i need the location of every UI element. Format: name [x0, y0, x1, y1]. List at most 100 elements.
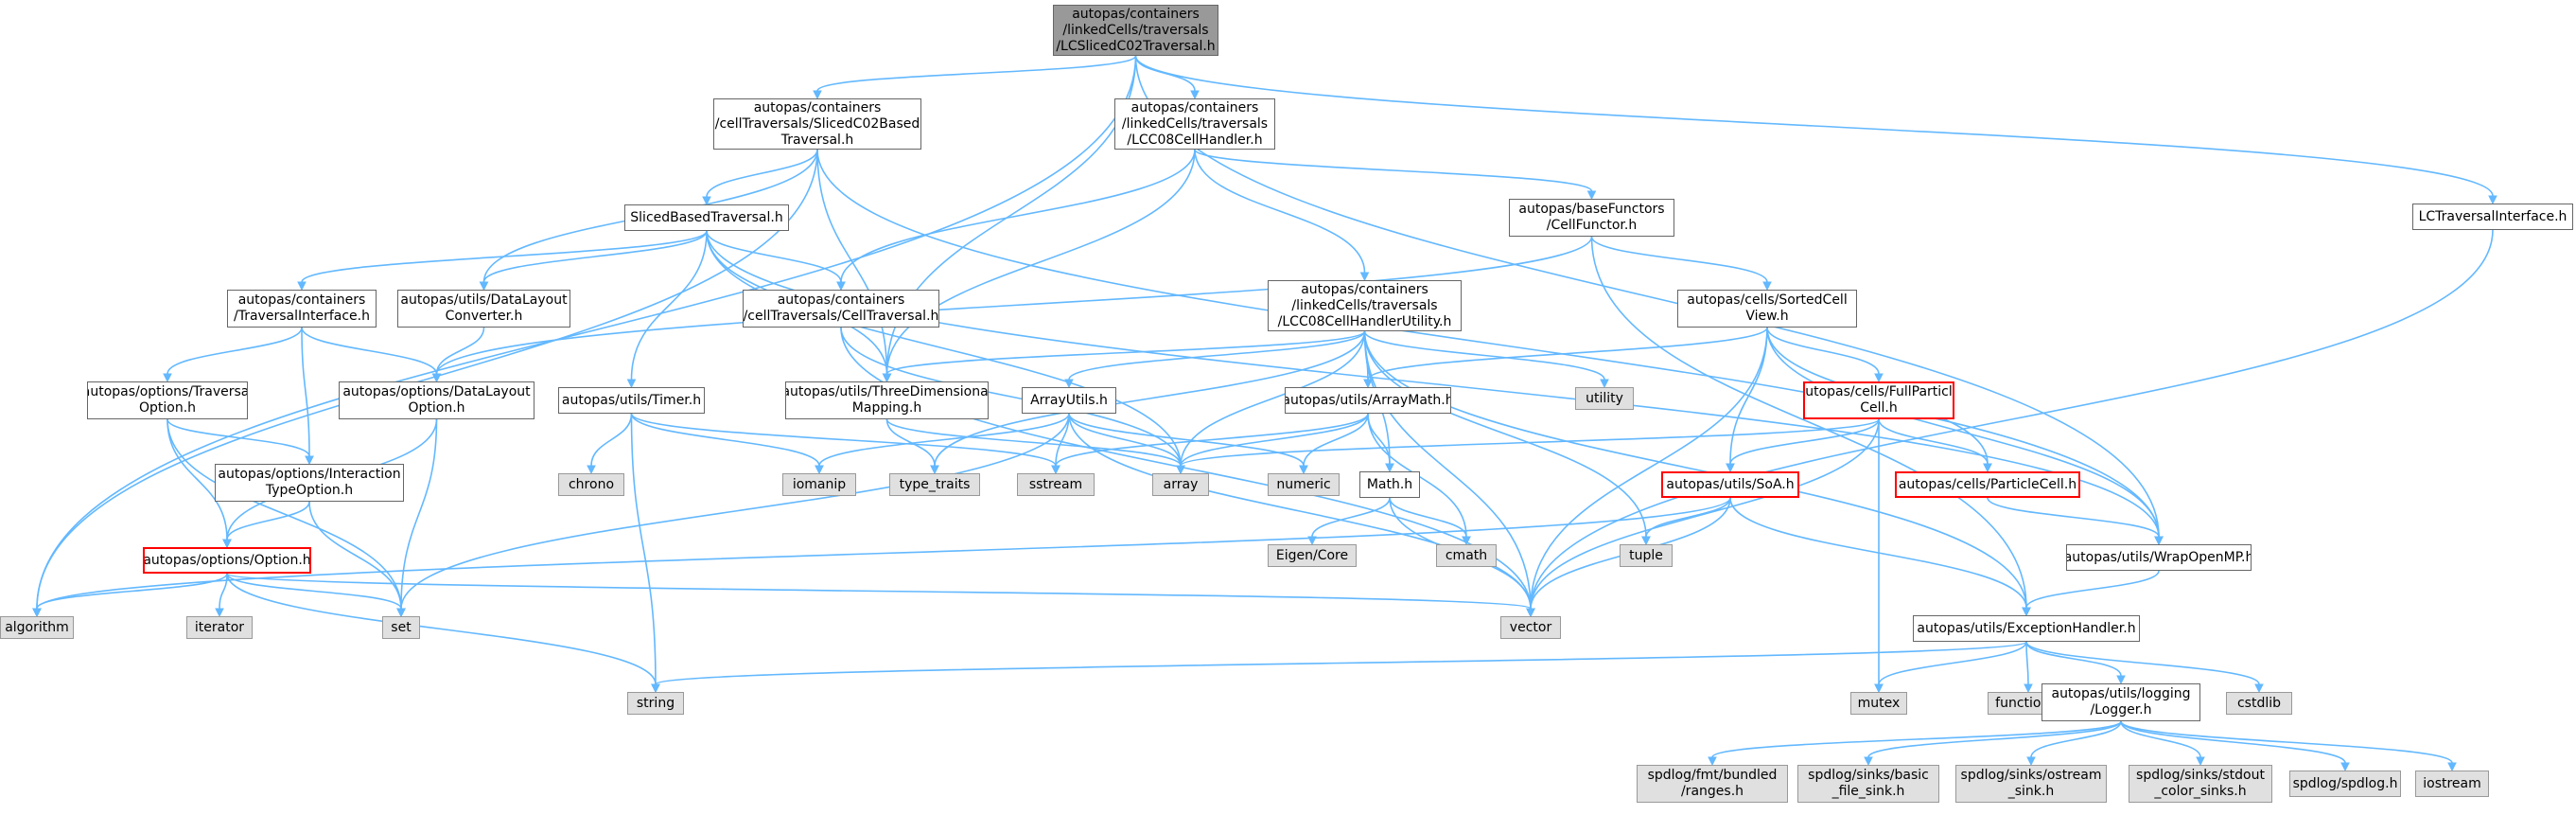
- node-exception-handler[interactable]: autopas/utils/ExceptionHandler.h: [1913, 615, 2140, 642]
- node-traversal-interface[interactable]: autopas/containers /TraversalInterface.h: [227, 290, 377, 328]
- node-data-layout-option[interactable]: autopas/options/DataLayout Option.h: [339, 381, 534, 419]
- node-three-dim-mapping-label: autopas/utils/ThreeDimensional Mapping.h: [785, 384, 989, 416]
- node-ostream-sink-label: spdlog/sinks/ostream _sink.h: [1960, 768, 2102, 799]
- dependency-arrowhead: [1983, 463, 1992, 473]
- node-soa-label: autopas/utils/SoA.h: [1666, 476, 1795, 492]
- node-option[interactable]: autopas/options/Option.h: [143, 547, 311, 574]
- dependency-edge: [1134, 55, 2494, 197]
- dependency-arrowhead: [431, 373, 442, 383]
- dependency-edge: [2025, 641, 2122, 677]
- node-cell-traversal[interactable]: autopas/containers /cellTraversals/CellT…: [743, 290, 939, 328]
- node-particle-cell[interactable]: autopas/cells/ParticleCell.h: [1895, 471, 2080, 498]
- dependency-arrowhead: [2447, 762, 2457, 772]
- dependency-edge: [226, 573, 1532, 610]
- dependency-arrowhead: [930, 465, 939, 475]
- node-cell-functor[interactable]: autopas/baseFunctors /CellFunctor.h: [1509, 199, 1674, 237]
- node-sliced-c02-based[interactable]: autopas/containers /cellTraversals/Slice…: [713, 98, 921, 150]
- node-wrap-openmp[interactable]: autopas/utils/WrapOpenMP.h: [2066, 544, 2252, 571]
- dependency-edge: [1311, 497, 1391, 538]
- dependency-edge: [2120, 720, 2453, 764]
- dependency-edge: [840, 149, 1196, 283]
- node-lc-c08-cell-handler[interactable]: autopas/containers /linkedCells/traversa…: [1114, 98, 1275, 150]
- node-iomanip: iomanip: [782, 473, 856, 496]
- dependency-edge: [816, 149, 2160, 538]
- node-sliced-based[interactable]: SlicedBasedTraversal.h: [624, 204, 789, 231]
- dependency-arrowhead: [1762, 281, 1772, 292]
- dependency-edge: [630, 413, 820, 467]
- node-mutex: mutex: [1850, 692, 1907, 715]
- node-spdlog-label: spdlog/spdlog.h: [2292, 775, 2398, 791]
- node-array-utils[interactable]: ArrayUtils.h: [1022, 387, 1116, 414]
- dependency-arrowhead: [2488, 195, 2497, 205]
- dependency-edge: [435, 236, 1593, 375]
- node-full-particle-cell[interactable]: autopas/cells/FullParticle Cell.h: [1803, 381, 1954, 419]
- dependency-arrowhead: [2024, 683, 2033, 694]
- node-iomanip-label: iomanip: [792, 476, 847, 492]
- dependency-edge: [1068, 413, 1305, 467]
- dependency-edge: [1729, 327, 1768, 465]
- node-mutex-label: mutex: [1857, 695, 1901, 711]
- node-timer[interactable]: autopas/utils/Timer.h: [558, 387, 705, 414]
- dependency-edge: [226, 573, 657, 685]
- dependency-edge: [1367, 413, 1391, 465]
- dependency-edge: [400, 413, 1070, 610]
- dependency-edge: [885, 418, 1182, 467]
- node-cell-functor-label: autopas/baseFunctors /CellFunctor.h: [1518, 202, 1665, 233]
- dependency-edge: [706, 149, 818, 198]
- dependency-arrowhead: [1051, 465, 1060, 475]
- dependency-arrowhead: [1363, 379, 1373, 389]
- dependency-edge: [590, 413, 633, 467]
- dependency-edge: [2030, 720, 2122, 758]
- node-logger[interactable]: autopas/utils/logging /Logger.h: [2042, 683, 2200, 721]
- dependency-edge: [816, 55, 1137, 92]
- node-cmath-label: cmath: [1445, 547, 1488, 563]
- node-particle-cell-label: autopas/cells/ParticleCell.h: [1898, 476, 2077, 492]
- dependency-arrowhead: [396, 608, 406, 618]
- node-lc-traversal-interface[interactable]: LCTraversalInterface.h: [2412, 204, 2573, 230]
- dependency-edge: [308, 501, 402, 610]
- dependency-edge: [1590, 236, 2027, 609]
- dependency-edge: [655, 641, 2027, 685]
- dependency-edge: [1766, 327, 2160, 538]
- node-root-label: autopas/containers /linkedCells/traversa…: [1056, 6, 1216, 54]
- node-array-math[interactable]: autopas/utils/ArrayMath.h: [1285, 387, 1451, 414]
- dependency-edge: [2025, 570, 2160, 609]
- node-full-particle-cell-label: autopas/cells/FullParticle Cell.h: [1803, 384, 1954, 416]
- dependency-edge: [2120, 720, 2201, 758]
- node-interaction-type-option[interactable]: autopas/options/Interaction TypeOption.h: [215, 464, 404, 502]
- dependency-arrowhead: [479, 281, 489, 292]
- node-sorted-cell-view-label: autopas/cells/SortedCell View.h: [1687, 292, 1848, 324]
- node-lc-c08-utility[interactable]: autopas/containers /linkedCells/traversa…: [1268, 280, 1462, 331]
- dependency-edge: [1878, 418, 1989, 465]
- node-sorted-cell-view[interactable]: autopas/cells/SortedCell View.h: [1677, 290, 1857, 328]
- dependency-edge: [1363, 330, 2027, 609]
- dependency-edge: [1068, 413, 1182, 467]
- node-data-layout-converter-label: autopas/utils/DataLayout Converter.h: [400, 292, 568, 324]
- node-set: set: [382, 616, 420, 639]
- node-option-label: autopas/options/Option.h: [143, 552, 311, 568]
- dependency-edge: [1303, 413, 1369, 467]
- node-data-layout-option-label: autopas/options/DataLayout Option.h: [342, 384, 531, 416]
- dependency-edge: [885, 418, 936, 467]
- node-root[interactable]: autopas/containers /linkedCells/traversa…: [1053, 5, 1218, 56]
- node-data-layout-converter[interactable]: autopas/utils/DataLayout Converter.h: [397, 290, 570, 328]
- dependency-edge: [1180, 330, 1366, 467]
- dependency-edge: [630, 230, 708, 381]
- dependency-edge: [1194, 149, 1366, 274]
- node-traversal-option[interactable]: autopas/options/Traversal Option.h: [87, 381, 248, 419]
- node-basic-file-sink-label: spdlog/sinks/basic _file_sink.h: [1808, 768, 1929, 799]
- node-array: array: [1152, 473, 1209, 496]
- node-three-dim-mapping[interactable]: autopas/utils/ThreeDimensional Mapping.h: [785, 381, 989, 419]
- node-numeric-label: numeric: [1276, 476, 1331, 492]
- node-soa[interactable]: autopas/utils/SoA.h: [1661, 471, 1799, 498]
- dependency-arrowhead: [2340, 762, 2350, 772]
- dependency-edge: [1363, 330, 1647, 538]
- node-fmt-ranges: spdlog/fmt/bundled /ranges.h: [1637, 765, 1788, 803]
- dependency-edge: [226, 573, 402, 610]
- node-spdlog: spdlog/spdlog.h: [2289, 771, 2401, 797]
- dependency-edge: [706, 230, 842, 283]
- node-math-h[interactable]: Math.h: [1359, 471, 1420, 498]
- dependency-arrowhead: [815, 465, 824, 475]
- dependency-arrowhead: [1385, 463, 1394, 473]
